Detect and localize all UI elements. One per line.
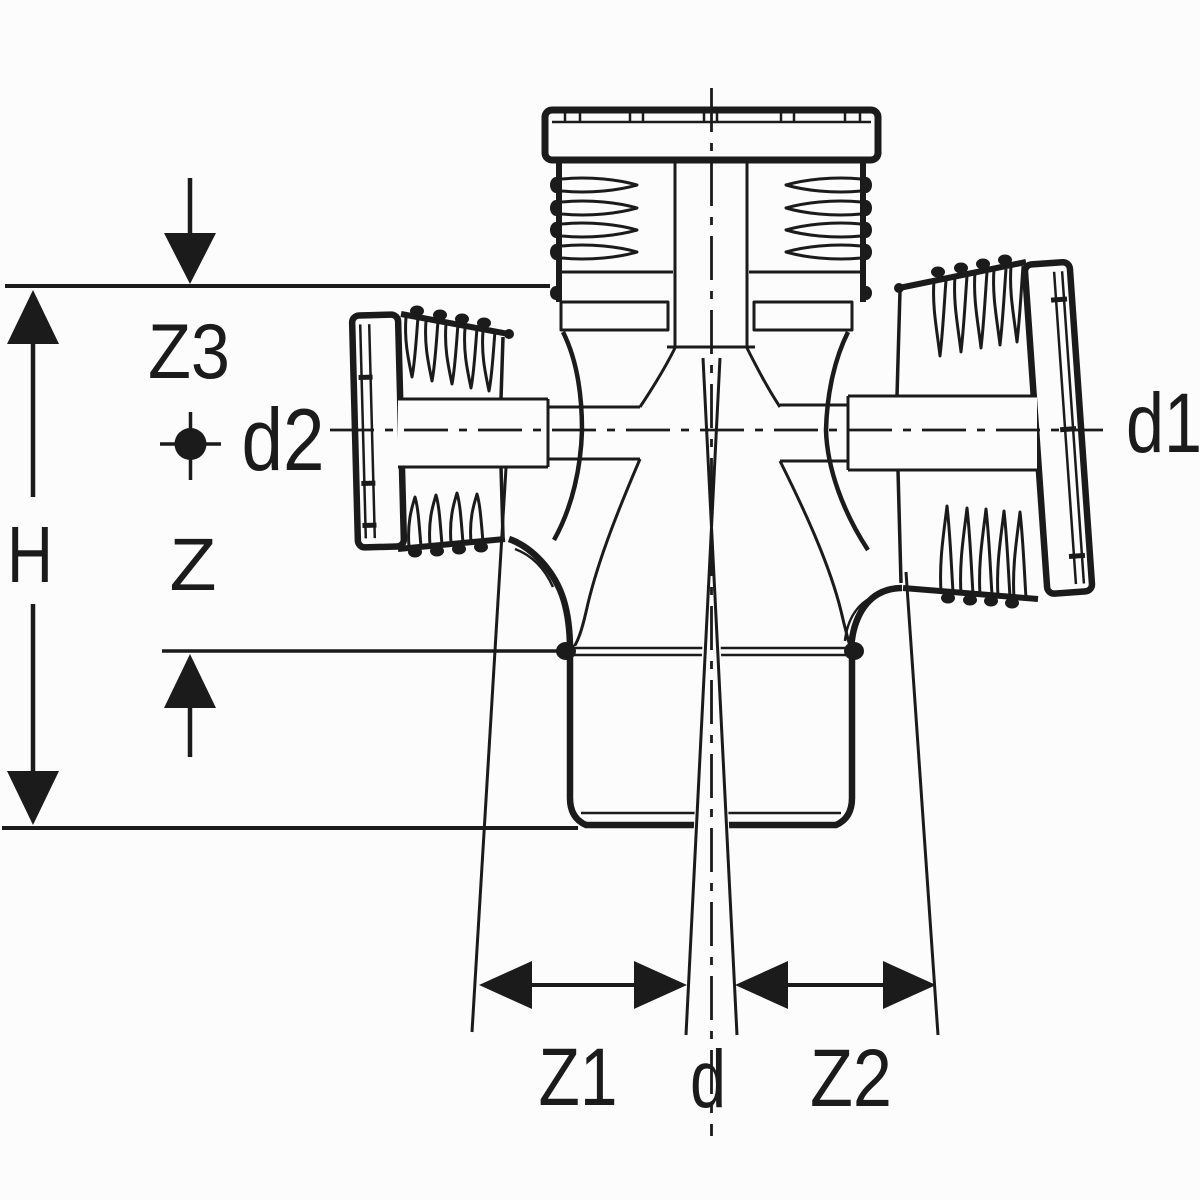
top-socket-collar-left bbox=[559, 300, 670, 332]
outlet-waist-bumps bbox=[556, 642, 864, 660]
top-socket-collar-right bbox=[752, 300, 854, 332]
z-arrow bbox=[164, 654, 216, 757]
left-saddle-curve bbox=[552, 330, 585, 542]
top-socket-wall-bumps bbox=[550, 177, 872, 300]
label-d: d bbox=[690, 1034, 726, 1125]
left-socket bbox=[348, 305, 640, 558]
h-dimension-arrows bbox=[7, 290, 59, 825]
label-d1: d1 bbox=[1126, 376, 1200, 470]
branch-body bbox=[507, 330, 903, 651]
right-socket-top-edge bbox=[898, 259, 1027, 291]
top-socket bbox=[541, 106, 882, 349]
right-socket-collar bbox=[846, 394, 1037, 472]
right-junction-curve bbox=[847, 584, 903, 651]
right-saddle-curve bbox=[823, 330, 870, 552]
left-socket-collar-fill bbox=[398, 399, 548, 467]
funnel-right-lower bbox=[778, 460, 853, 651]
z2-dimension bbox=[735, 961, 936, 1009]
right-extension-line bbox=[904, 571, 940, 1036]
funnel-left-upper bbox=[638, 347, 677, 408]
left-socket-edge-bumps bbox=[408, 305, 514, 558]
top-socket-cap-slots bbox=[563, 113, 862, 121]
label-z3: Z3 bbox=[148, 307, 230, 395]
label-z1: Z1 bbox=[539, 1032, 618, 1123]
funnel-left-lower bbox=[570, 458, 642, 651]
bore-extension-line-a bbox=[701, 357, 739, 1036]
right-socket bbox=[780, 254, 1096, 609]
label-h: H bbox=[7, 510, 53, 599]
left-socket-ribs bbox=[404, 316, 497, 548]
z1-dimension bbox=[479, 961, 687, 1009]
right-socket-collar-fill bbox=[848, 396, 1037, 470]
label-z2: Z2 bbox=[810, 1033, 892, 1124]
left-junction-inner-line bbox=[514, 547, 555, 588]
extension-lines bbox=[470, 357, 940, 1036]
label-z: Z bbox=[170, 523, 217, 606]
center-mark bbox=[160, 412, 221, 480]
top-socket-ribs bbox=[561, 176, 862, 261]
z3-arrow bbox=[164, 178, 216, 284]
left-extension-line bbox=[470, 467, 508, 1033]
right-junction-inner-line bbox=[843, 598, 868, 642]
dimension-labels: Z3 d2 H Z Z1 d Z2 d1 bbox=[7, 307, 1200, 1125]
right-socket-ribs bbox=[932, 265, 1028, 599]
right-socket-bore-steps bbox=[780, 403, 848, 463]
dimension-apparatus bbox=[2, 178, 936, 1009]
left-socket-bore-steps bbox=[548, 405, 640, 461]
right-socket-edge-bumps bbox=[894, 254, 1019, 609]
label-d2: d2 bbox=[242, 390, 325, 489]
left-socket-collar bbox=[398, 397, 550, 469]
right-socket-mouth-edges bbox=[895, 290, 903, 584]
right-socket-bottom-edge bbox=[902, 585, 1039, 602]
left-junction-curve bbox=[507, 535, 574, 651]
funnel-right-upper bbox=[745, 347, 782, 408]
bore-extension-line-b bbox=[684, 357, 722, 1036]
